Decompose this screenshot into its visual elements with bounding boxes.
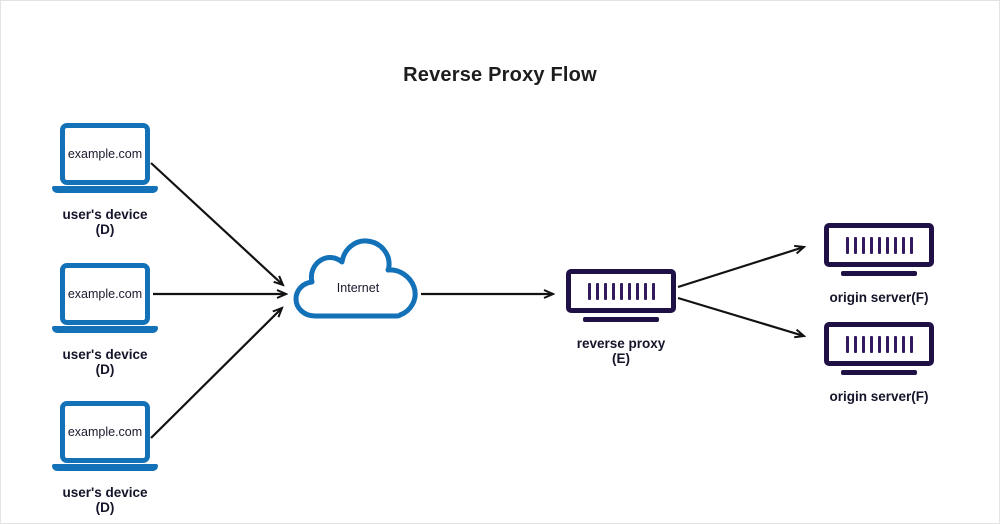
server-stand — [583, 317, 659, 322]
laptop-base — [52, 186, 158, 193]
vent-bar — [595, 282, 599, 300]
flow-arrow — [150, 162, 283, 285]
vent-bar — [877, 236, 881, 254]
internet-cloud-icon — [293, 237, 423, 323]
vent-bar — [885, 335, 889, 353]
server-stand — [841, 271, 917, 276]
vent-bar — [901, 335, 905, 353]
device-screen-label: example.com — [67, 147, 143, 161]
vent-bar — [651, 282, 655, 300]
vent-bar — [877, 335, 881, 353]
flow-arrow — [677, 296, 804, 336]
server-icon — [824, 223, 934, 267]
origin-server-2: origin server(F) — [824, 322, 934, 404]
vent-bar — [893, 236, 897, 254]
laptop-base — [52, 464, 158, 471]
device-caption: user's device (D) — [62, 347, 148, 377]
vent-bar — [845, 335, 849, 353]
flow-arrow — [677, 247, 804, 289]
vent-bar — [901, 236, 905, 254]
origin-server-caption: origin server(F) — [829, 290, 929, 305]
laptop-icon: example.com — [60, 123, 150, 185]
vent-bar — [861, 236, 865, 254]
vent-bar — [909, 335, 913, 353]
vent-bar — [861, 335, 865, 353]
server-icon — [566, 269, 676, 313]
vent-bar — [869, 236, 873, 254]
laptop-base — [52, 326, 158, 333]
vent-bar — [603, 282, 607, 300]
device-screen-label: example.com — [67, 425, 143, 439]
vent-bar — [909, 236, 913, 254]
device-caption: user's device (D) — [62, 207, 148, 237]
device-caption: user's device (D) — [62, 485, 148, 515]
laptop-icon: example.com — [60, 263, 150, 325]
vent-bar — [635, 282, 639, 300]
device-screen-label: example.com — [67, 287, 143, 301]
vent-bar — [587, 282, 591, 300]
user-device-3: example.com user's device (D) — [52, 401, 158, 515]
laptop-icon: example.com — [60, 401, 150, 463]
vent-bar — [611, 282, 615, 300]
vent-bar — [853, 236, 857, 254]
vent-bar — [845, 236, 849, 254]
user-device-2: example.com user's device (D) — [52, 263, 158, 377]
origin-server-caption: origin server(F) — [829, 389, 929, 404]
vent-bar — [627, 282, 631, 300]
internet-label: Internet — [336, 281, 380, 295]
origin-server-1: origin server(F) — [824, 223, 934, 305]
server-stand — [841, 370, 917, 375]
vent-bar — [853, 335, 857, 353]
page-title: Reverse Proxy Flow — [403, 64, 597, 86]
server-icon — [824, 322, 934, 366]
vent-bar — [885, 236, 889, 254]
flow-arrow — [150, 308, 282, 439]
reverse-proxy: reverse proxy (E) — [566, 269, 676, 366]
user-device-1: example.com user's device (D) — [52, 123, 158, 237]
vent-bar — [619, 282, 623, 300]
vent-bar — [869, 335, 873, 353]
vent-bar — [893, 335, 897, 353]
reverse-proxy-caption: reverse proxy (E) — [576, 336, 666, 366]
vent-bar — [643, 282, 647, 300]
